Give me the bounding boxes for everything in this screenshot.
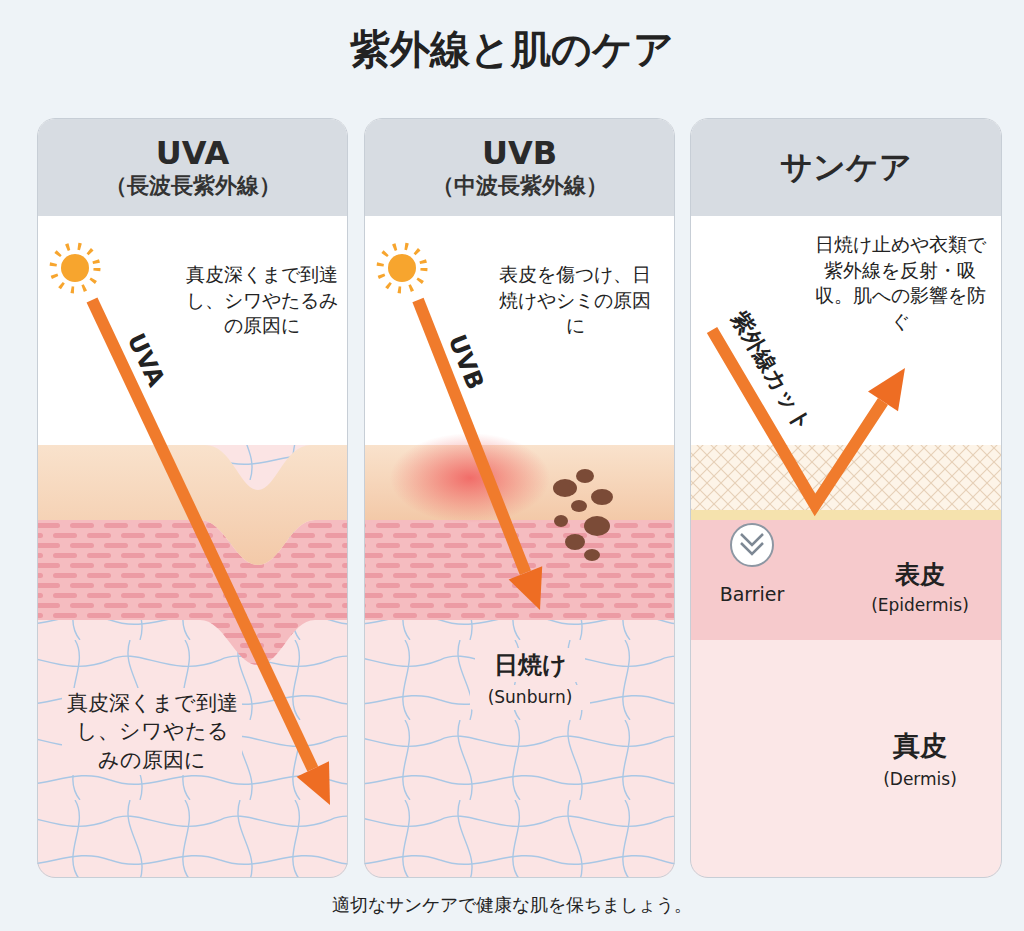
- panel-subtitle: （長波長紫外線）: [105, 172, 281, 201]
- panel-title: UVB: [482, 134, 557, 172]
- effect-label: (Sunburn): [470, 685, 590, 710]
- sun-icon: [53, 246, 97, 290]
- icon-label: Barrier: [702, 582, 802, 608]
- panel-title: サンケア: [780, 148, 912, 186]
- layer-label: (Dermis): [860, 768, 980, 791]
- title: 紫外線と肌のケア: [0, 22, 1024, 76]
- effect-label: 日焼け: [475, 648, 585, 682]
- note: 表皮を傷つけ、日焼けやシミの原因に: [495, 262, 655, 339]
- panel: UVB（中波長紫外線）: [364, 118, 675, 878]
- barrier-icon: [731, 524, 773, 566]
- layer-label: 表皮: [860, 558, 980, 592]
- panel-subtitle: （中波長紫外線）: [432, 172, 608, 201]
- note: 日焼け止めや衣類で紫外線を反射・吸収。肌への影響を防ぐ: [806, 232, 994, 335]
- uvb-arrow: [418, 300, 542, 610]
- note: 真皮深くまで到達し、シワやたるみの原因に: [182, 262, 342, 339]
- layer-label: 真皮: [860, 728, 980, 764]
- caption: 適切なサンケアで健康な肌を保ちましょう。: [0, 893, 1024, 917]
- note: 真皮深くまで到達し、シワやたるみの原因に: [62, 688, 242, 775]
- panel-header: サンケア: [691, 119, 1001, 216]
- layer-label: (Epidermis): [855, 594, 985, 617]
- sun-icon: [380, 246, 424, 290]
- panel-header: UVB（中波長紫外線）: [365, 119, 674, 216]
- panel-header: UVA（長波長紫外線）: [38, 119, 347, 216]
- panel: サンケア: [690, 118, 1002, 878]
- panel-title: UVA: [156, 134, 229, 172]
